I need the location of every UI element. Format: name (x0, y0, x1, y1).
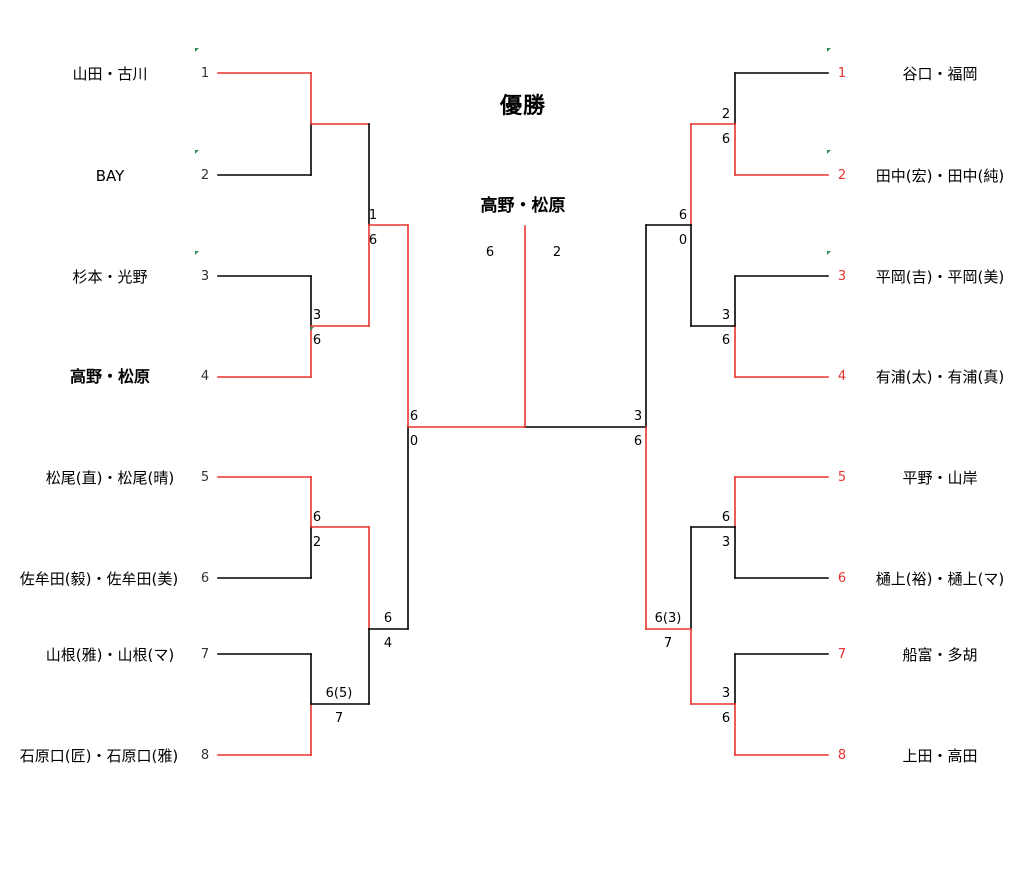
score-left-r3-bottom: 0 (409, 434, 419, 449)
left-seed-5: 5 (200, 470, 210, 485)
right-team-name-7: 船富・多胡 (902, 646, 978, 664)
left-seed-4: 4 (200, 369, 210, 384)
left-team-name-2: BAY (95, 167, 125, 185)
score-left-r1-m2-bottom: 6 (312, 333, 322, 348)
left-team-name-7: 山根(雅)・山根(マ) (45, 646, 175, 664)
score-right-r3-bottom: 6 (633, 434, 643, 449)
right-seed-2: 2 (837, 168, 847, 183)
right-seed-3: 3 (837, 269, 847, 284)
final-score-left: 6 (485, 245, 495, 260)
right-team-name-3: 平岡(吉)・平岡(美) (875, 268, 1005, 286)
score-left-r2-m1-top: 1 (368, 208, 378, 223)
seed-marker-icon (827, 150, 831, 154)
champion-name: 高野・松原 (480, 196, 566, 216)
left-seed-8: 8 (200, 748, 210, 763)
score-right-r1-m1-bottom: 6 (721, 132, 731, 147)
right-seed-6: 6 (837, 571, 847, 586)
seed-marker-icon (195, 48, 199, 52)
right-seed-8: 8 (837, 748, 847, 763)
left-seed-7: 7 (200, 647, 210, 662)
score-right-r2-m1-top: 6 (678, 208, 688, 223)
seed-marker-icon (827, 48, 831, 52)
left-seed-2: 2 (200, 168, 210, 183)
final-score-right: 2 (552, 245, 562, 260)
left-team-name-6: 佐牟田(毅)・佐牟田(美) (19, 570, 179, 588)
score-right-r1-m4-bottom: 6 (721, 711, 731, 726)
right-team-name-1: 谷口・福岡 (902, 65, 978, 83)
seed-marker-icon (827, 251, 831, 255)
score-left-r1-m2-top: 3 (312, 308, 322, 323)
score-left-r2-m2-top: 6 (383, 611, 393, 626)
left-seed-6: 6 (200, 571, 210, 586)
score-right-r1-m4-top: 3 (721, 686, 731, 701)
seed-marker-icon (195, 251, 199, 255)
score-left-r2-m1-bottom: 6 (368, 233, 378, 248)
score-left-r1-m3-bottom: 2 (312, 535, 322, 550)
score-left-r2-m2-bottom: 4 (383, 636, 393, 651)
score-left-r1-m4-bottom: 7 (334, 711, 344, 726)
seed-marker-icon (310, 327, 314, 331)
left-seed-1: 1 (200, 66, 210, 81)
right-seed-7: 7 (837, 647, 847, 662)
score-right-r3-top: 3 (633, 409, 643, 424)
right-seed-1: 1 (837, 66, 847, 81)
left-team-name-8: 石原口(匠)・石原口(雅) (19, 747, 179, 765)
score-right-r1-m3-top: 6 (721, 510, 731, 525)
score-left-r3-top: 6 (409, 409, 419, 424)
score-left-r1-m3-top: 6 (312, 510, 322, 525)
left-team-name-5: 松尾(直)・松尾(晴) (45, 469, 175, 487)
score-right-r1-m2-top: 3 (721, 308, 731, 323)
right-team-name-8: 上田・高田 (902, 747, 978, 765)
right-seed-5: 5 (837, 470, 847, 485)
right-seed-4: 4 (837, 369, 847, 384)
score-right-r1-m2-bottom: 6 (721, 333, 731, 348)
score-left-r1-m4-top: 6(5) (325, 686, 353, 701)
left-team-name-3: 杉本・光野 (72, 268, 148, 286)
left-team-name-4: 高野・松原 (69, 367, 150, 386)
score-right-r1-m1-top: 2 (721, 107, 731, 122)
right-team-name-2: 田中(宏)・田中(純) (875, 167, 1005, 185)
bracket-title: 優勝 (499, 94, 547, 119)
seed-marker-icon (195, 150, 199, 154)
right-team-name-5: 平野・山岸 (902, 469, 978, 487)
right-team-name-4: 有浦(太)・有浦(真) (875, 368, 1005, 386)
score-right-r2-m2-bottom: 7 (663, 636, 673, 651)
right-team-name-6: 樋上(裕)・樋上(マ) (875, 570, 1005, 588)
left-seed-3: 3 (200, 269, 210, 284)
score-right-r2-m1-bottom: 0 (678, 233, 688, 248)
score-right-r1-m3-bottom: 3 (721, 535, 731, 550)
score-right-r2-m2-top: 6(3) (654, 611, 682, 626)
left-team-name-1: 山田・古川 (72, 65, 148, 83)
